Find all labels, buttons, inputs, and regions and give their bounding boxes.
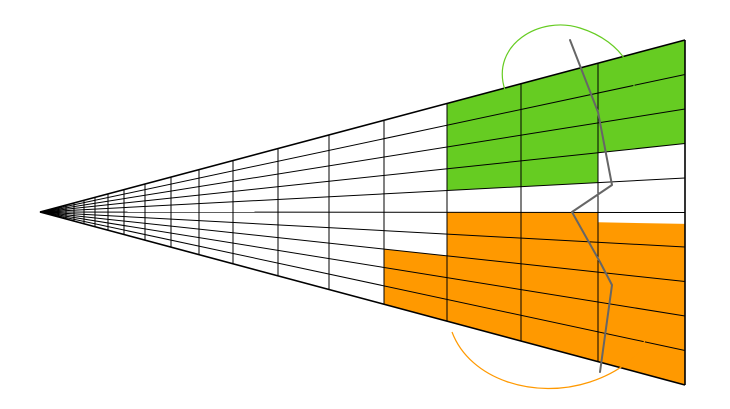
grid-row-line xyxy=(39,143,686,213)
grid-row-line xyxy=(39,211,686,317)
filled-region-5 xyxy=(384,249,447,322)
grid-row-line xyxy=(39,177,686,213)
filled-region-2 xyxy=(447,152,598,191)
grid-row-line xyxy=(39,211,686,351)
grid-row-line xyxy=(39,211,686,282)
orange-arc xyxy=(451,331,646,390)
filled-region-1 xyxy=(447,40,685,169)
grid-row-line xyxy=(39,74,686,213)
grid-row-line xyxy=(39,108,686,213)
filled-region-3 xyxy=(447,212,598,362)
overlay-layer xyxy=(451,24,646,390)
filled-region-4 xyxy=(598,222,685,385)
green-arc xyxy=(501,24,635,99)
grid-outer-edge xyxy=(39,39,686,213)
filled-cells-layer xyxy=(384,40,685,385)
grid-outer-edge xyxy=(39,211,686,386)
zigzag-line xyxy=(569,39,613,373)
grid-row-line xyxy=(39,211,686,213)
grid-row-line xyxy=(39,211,686,248)
grid-lines-layer xyxy=(39,39,686,386)
